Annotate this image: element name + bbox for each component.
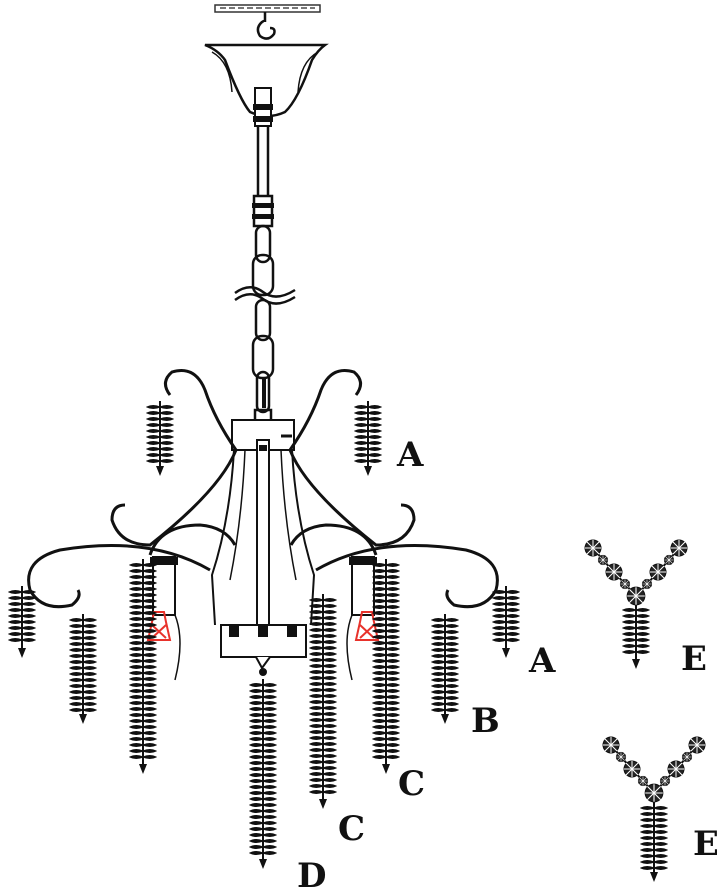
label-d: D — [297, 856, 326, 892]
strand-c-right — [372, 559, 400, 774]
e-assemblies — [584, 539, 706, 803]
label-b: B — [471, 701, 500, 741]
strand-c-center — [309, 594, 337, 809]
label-a-top: A — [396, 435, 424, 475]
chain — [234, 126, 296, 442]
strand-a-far-right — [492, 586, 520, 658]
e-assembly-bottom — [602, 736, 706, 803]
strand-c-left — [129, 559, 157, 774]
strand-e-top — [622, 604, 650, 669]
strand-a-far-left — [8, 586, 36, 658]
bulb-icon-right — [354, 611, 380, 641]
label-e-bottom: E — [693, 824, 717, 864]
crystal-strands — [8, 401, 668, 882]
strand-d — [249, 679, 277, 869]
strand-a-left — [146, 401, 174, 476]
canopy — [204, 43, 329, 127]
label-a-right: A — [528, 641, 556, 681]
e-assembly-top — [584, 539, 688, 606]
scroll-arms — [27, 369, 499, 609]
strand-b-right — [431, 614, 459, 724]
strand-a-top-right — [354, 401, 382, 476]
label-c-right: C — [398, 764, 425, 804]
label-c-center: C — [338, 809, 365, 849]
candle-right — [346, 556, 377, 681]
label-e-top: E — [681, 639, 707, 679]
strand-e-bottom — [640, 802, 668, 882]
strand-b-left — [69, 614, 97, 724]
center-body — [210, 419, 316, 676]
ceiling-hook — [214, 4, 321, 40]
